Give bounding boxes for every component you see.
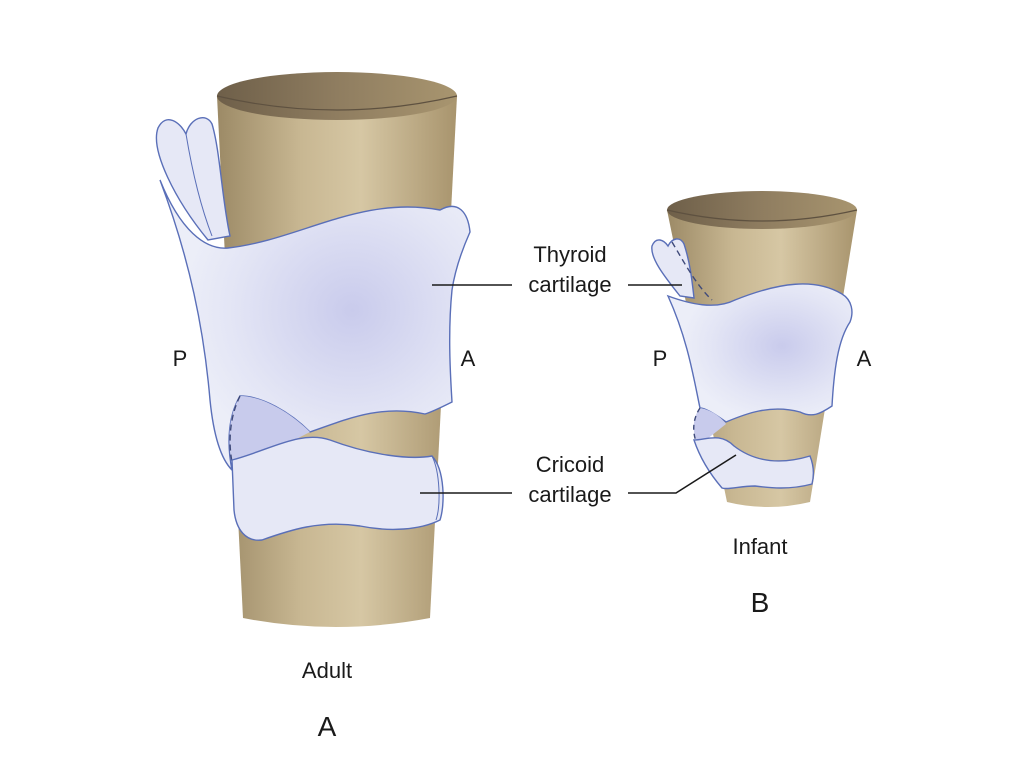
infant-larynx-illustration <box>651 191 858 507</box>
infant-caption: Infant <box>732 534 787 559</box>
adult-thyroid-superior-horn <box>155 116 231 241</box>
adult-posterior-label: P <box>173 346 188 371</box>
infant-thyroid-superior-horn <box>651 238 695 299</box>
thyroid-label-line2: cartilage <box>528 272 611 297</box>
infant-cricoid-cartilage <box>693 437 815 490</box>
cricoid-leader-infant <box>628 454 737 494</box>
adult-anterior-label: A <box>461 346 476 371</box>
infant-panel-letter: B <box>751 587 770 618</box>
cricoid-label-line2: cartilage <box>528 482 611 507</box>
infant-posterior-label: P <box>653 346 668 371</box>
adult-thyroid-inferior-horn <box>229 396 310 470</box>
thyroid-label-line1: Thyroid <box>533 242 606 267</box>
infant-anterior-label: A <box>857 346 872 371</box>
cricoid-label-line1: Cricoid <box>536 452 604 477</box>
adult-thyroid-cartilage <box>159 179 471 473</box>
adult-panel-letter: A <box>318 711 337 742</box>
adult-cricoid-cartilage <box>231 436 444 541</box>
adult-larynx-illustration <box>155 72 471 627</box>
adult-caption: Adult <box>302 658 352 683</box>
infant-thyroid-inferior-horn <box>693 408 726 446</box>
adult-airway-opening <box>217 72 457 120</box>
infant-thyroid-cartilage <box>666 283 853 423</box>
infant-airway-opening <box>667 191 857 229</box>
